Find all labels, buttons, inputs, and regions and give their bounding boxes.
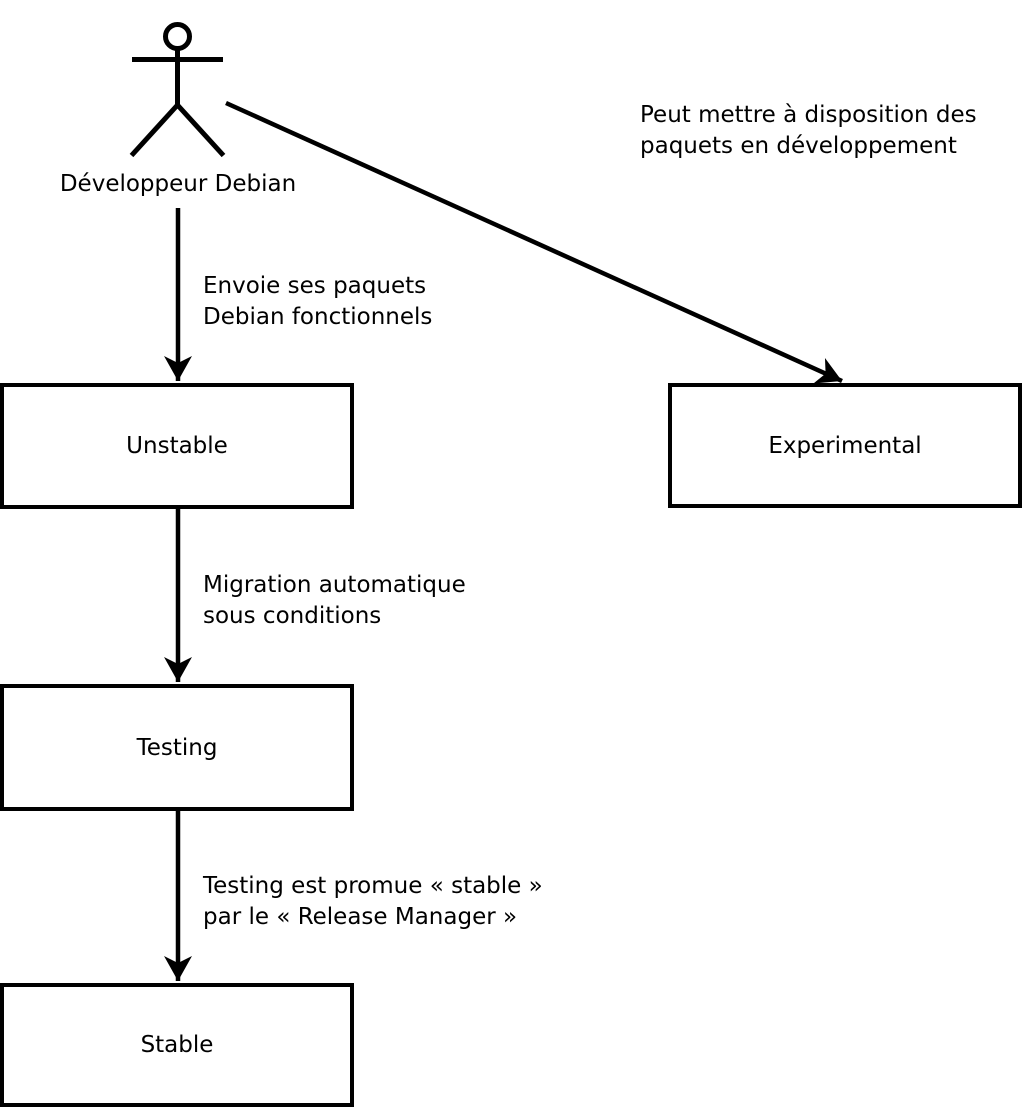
actor-label: Développeur Debian <box>59 171 297 197</box>
annotation-to-stable: Testing est promue « stable » par le « R… <box>203 873 543 930</box>
actor-head-icon <box>163 22 192 51</box>
actor-figure <box>129 22 226 158</box>
annotation-to-experimental: Peut mettre à disposition des paquets en… <box>640 102 977 159</box>
box-testing: Testing <box>0 684 354 811</box>
box-experimental-label: Experimental <box>768 432 922 459</box>
actor-left-leg-line <box>129 103 180 158</box>
box-stable-label: Stable <box>140 1032 214 1058</box>
box-experimental: Experimental <box>668 383 1022 508</box>
flow-arrows <box>164 100 843 981</box>
actor-right-leg-line <box>175 103 226 158</box>
arrow-actor-to-experimental <box>225 100 843 384</box>
box-stable: Stable <box>0 983 354 1107</box>
box-testing-label: Testing <box>136 734 218 761</box>
box-unstable: Unstable <box>0 383 354 509</box>
annotation-to-testing: Migration automatique sous conditions <box>203 572 466 629</box>
box-unstable-label: Unstable <box>126 433 228 459</box>
annotation-to-unstable: Envoie ses paquets Debian fonctionnels <box>203 273 433 330</box>
